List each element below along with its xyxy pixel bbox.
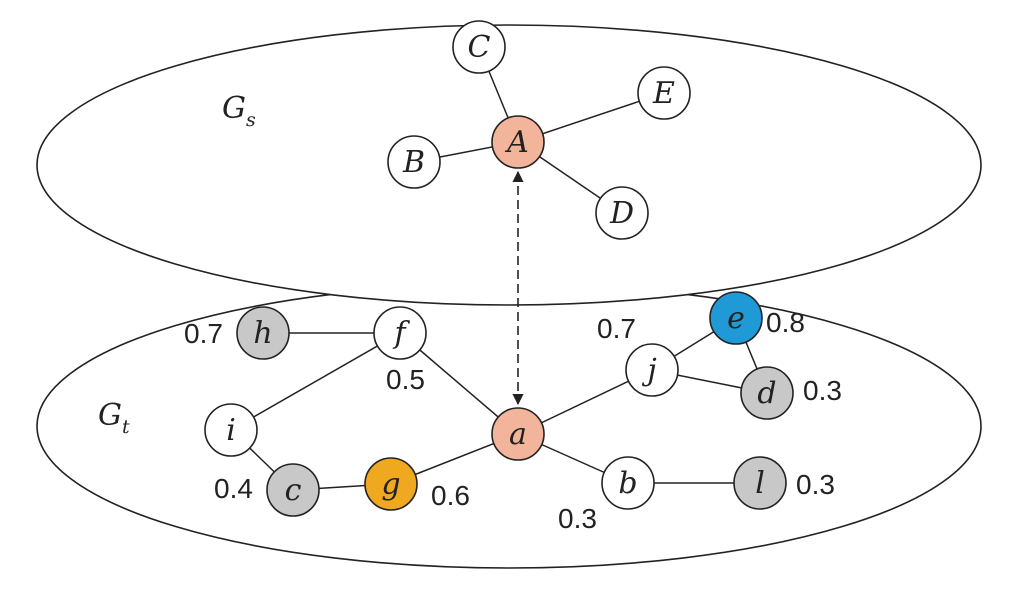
weight-label-d: 0.3 [803,375,842,406]
node-h: h [236,306,290,360]
node-circle-a [491,407,545,461]
node-label-d: d [757,376,776,411]
node-circle-A [491,115,545,169]
node-circle-f [373,306,427,360]
node-circle-h [236,306,290,360]
weight-label-e: 0.8 [766,307,805,338]
node-circle-i [204,403,258,457]
edge-f-i [230,332,401,431]
node-circle-C [452,20,506,74]
node-circle-d [740,366,794,420]
node-layer: A B C D Eh f i c g a j e d b l [204,20,794,517]
weight-label-h: 0.7 [184,318,223,349]
node-j: j [625,343,679,397]
weight-layer: 0.7 0.5 0.4 0.6 0.7 0.8 0.3 0.3 0.3 [184,307,842,534]
weight-label-j: 0.7 [597,313,636,344]
node-label-B: B [402,145,425,180]
node-A: A [491,115,545,169]
node-D: D [595,186,649,240]
node-circle-B [387,135,441,189]
node-circle-D [595,186,649,240]
weight-label-l: 0.3 [796,469,835,500]
node-label-A: A [504,125,529,160]
node-label-l: l [755,466,765,501]
node-circle-E [637,66,691,120]
node-circle-e [709,291,763,345]
node-E: E [637,66,691,120]
node-b: b [601,456,655,510]
node-circle-b [601,456,655,510]
node-circle-c [266,463,320,517]
node-label-c: c [285,473,302,508]
node-label-e: e [727,301,745,336]
node-f: f [373,306,427,360]
node-circle-g [364,457,418,511]
node-l: l [733,456,787,510]
target-graph-label: Gt [98,398,130,438]
node-label-g: g [381,467,400,502]
node-label-E: E [652,76,675,111]
node-i: i [204,403,258,457]
node-a: a [491,407,545,461]
weight-label-c: 0.4 [214,473,253,504]
node-label-i: i [226,413,236,448]
node-label-C: C [468,30,491,65]
source-graph-label: Gs [222,91,256,131]
node-circle-l [733,456,787,510]
weight-label-b: 0.3 [558,503,597,534]
node-d: d [740,366,794,420]
node-label-h: h [253,316,272,351]
weight-label-f: 0.5 [386,364,425,395]
node-e: e [709,291,763,345]
node-label-D: D [609,196,634,231]
node-c: c [266,463,320,517]
node-C: C [452,20,506,74]
node-circle-j [625,343,679,397]
node-label-a: a [509,417,527,452]
node-B: B [387,135,441,189]
node-g: g [364,457,418,511]
node-label-b: b [618,466,637,501]
weight-label-g: 0.6 [431,480,470,511]
